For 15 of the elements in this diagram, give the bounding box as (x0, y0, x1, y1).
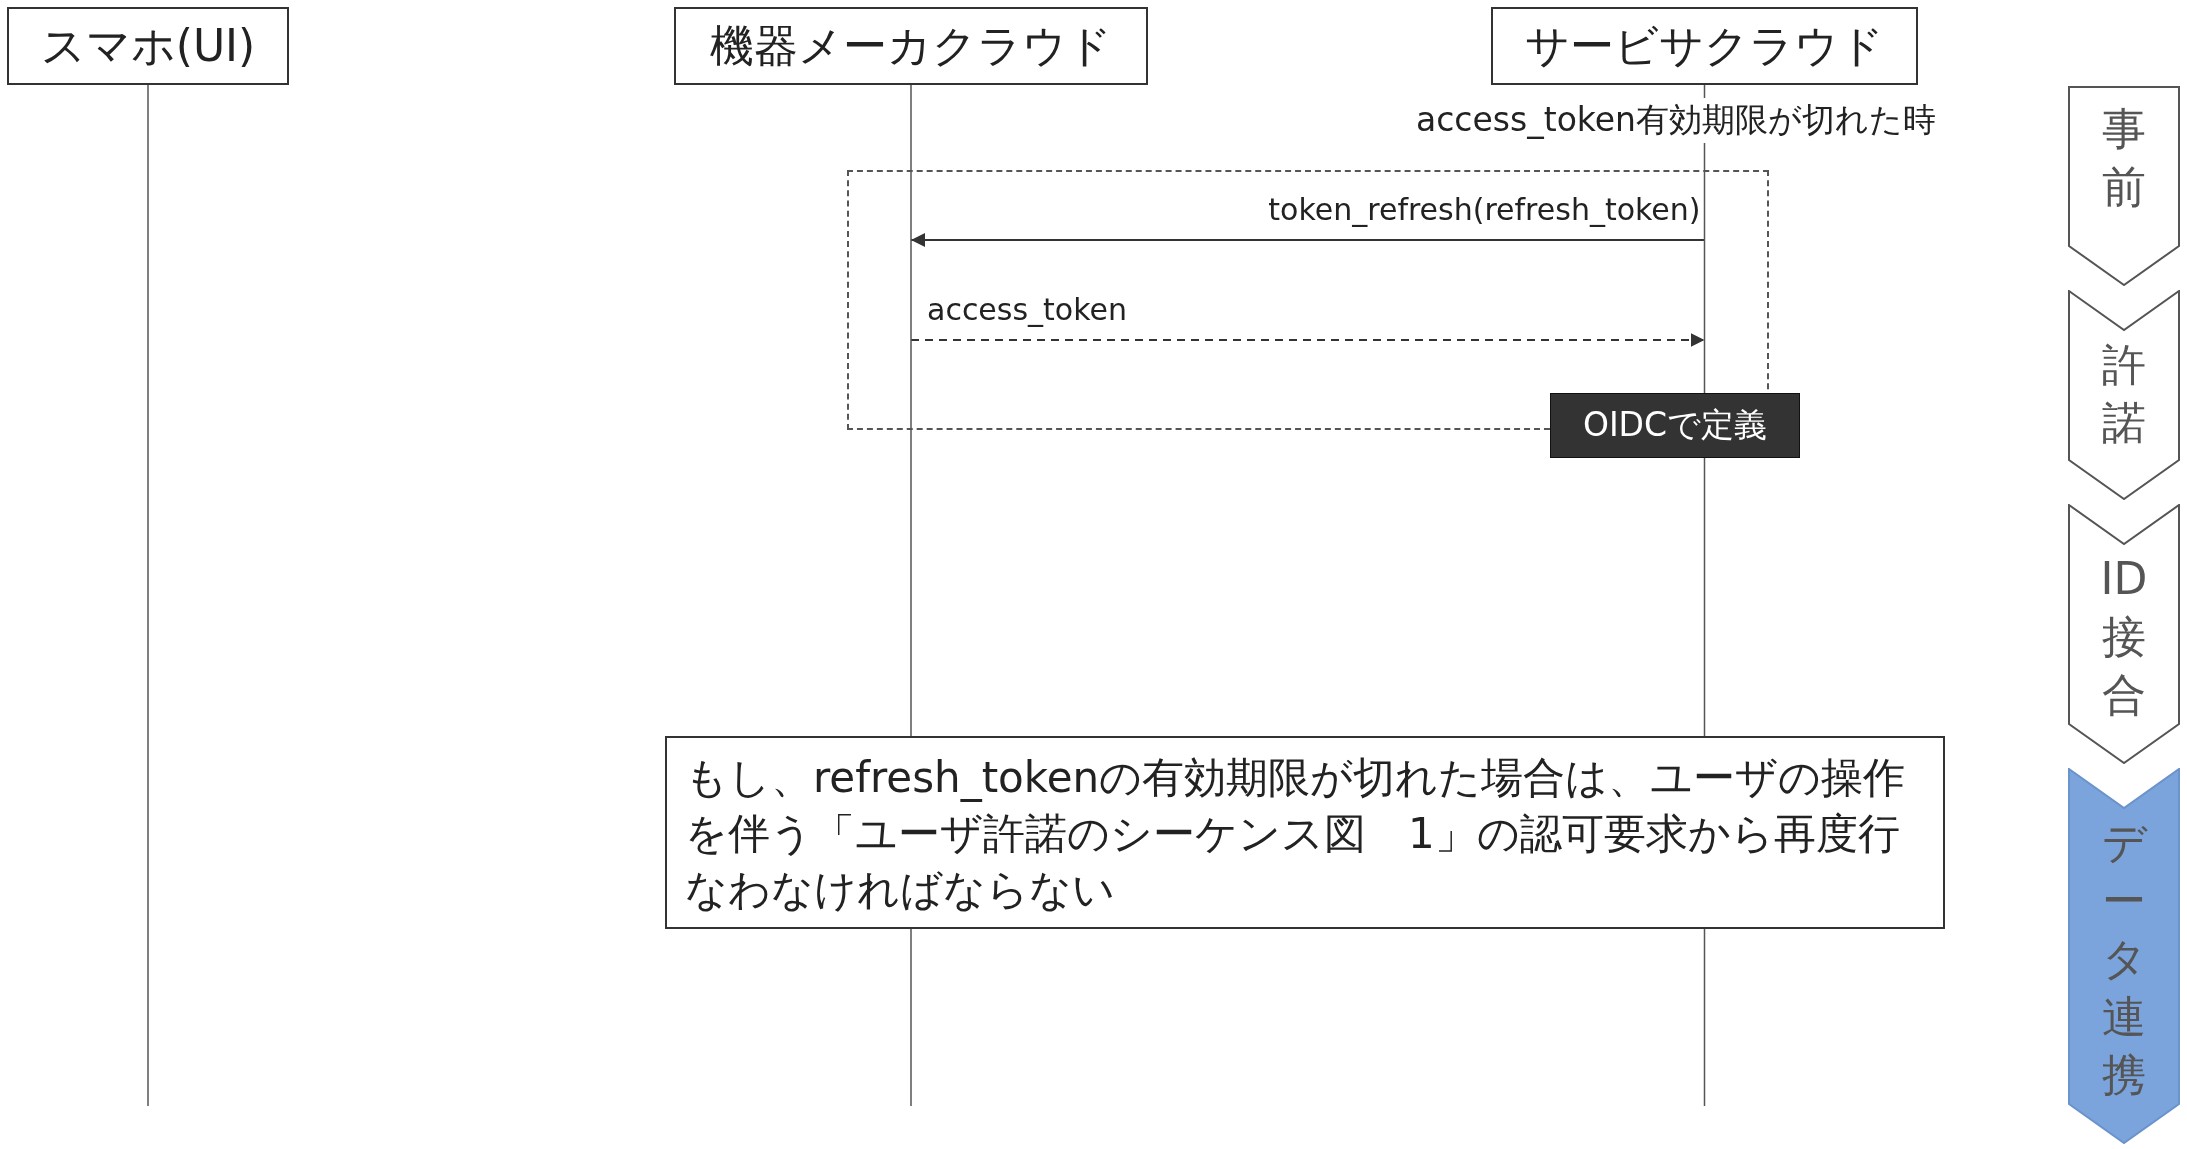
phase-label: データ連携 (2101, 817, 2147, 1100)
condition-note: access_token有効期限が切れた時 (1416, 98, 1936, 143)
message-arrow (910, 233, 1706, 247)
lifeline-header: スマホ(UI) (7, 7, 289, 85)
note-text: もし、refresh_tokenの有効期限が切れた場合は、ユーザの操作を伴う「ユーザ許諾のシーケンス図 1」の認可要求から再度行なわなければならない (685, 752, 1907, 916)
phase-label: 事前 (2102, 103, 2146, 212)
phase-label: 許諾 (2102, 339, 2146, 448)
message-arrow (910, 333, 1706, 347)
frame-label: OIDCで定義 (1582, 404, 1768, 446)
note-box (665, 736, 1945, 929)
lifeline-header: 機器メーカクラウド (674, 7, 1148, 85)
message-label: access_token (927, 292, 1127, 327)
message-label: token_refresh(refresh_token) (1268, 192, 1701, 227)
lifeline-header: サービサクラウド (1491, 7, 1918, 85)
phase-label: ID接合 (2100, 553, 2148, 720)
